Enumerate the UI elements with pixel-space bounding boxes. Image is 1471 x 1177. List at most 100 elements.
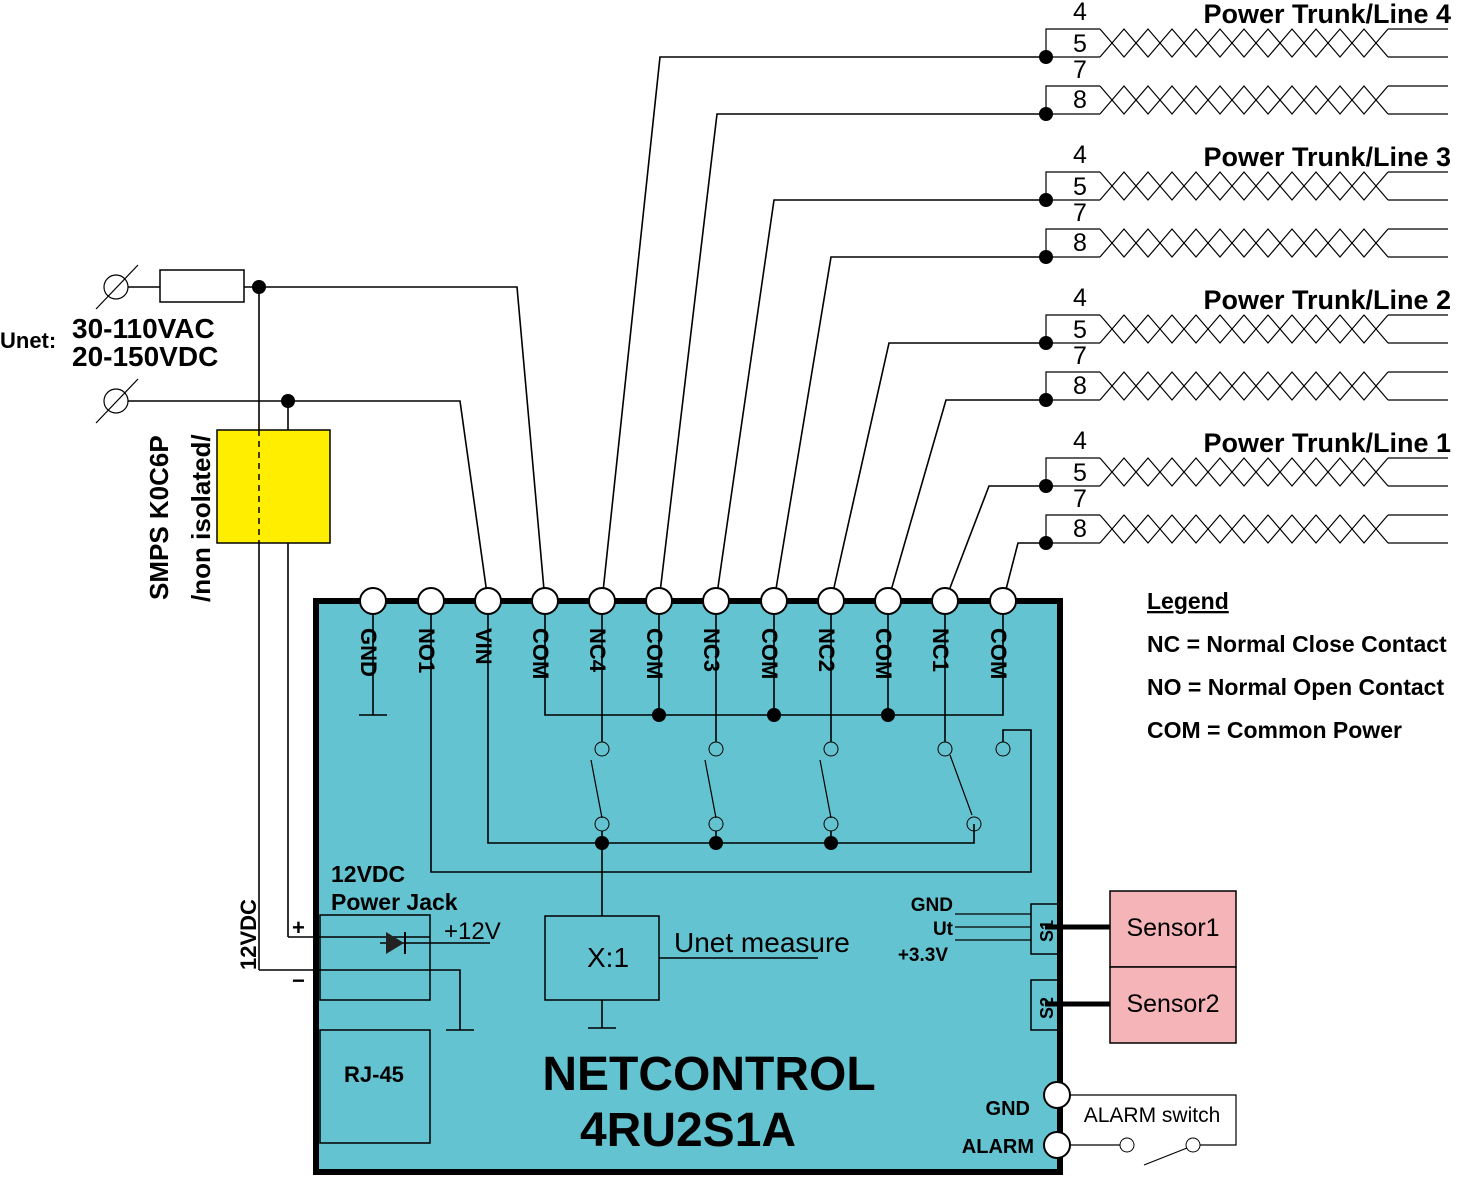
- device-name-1: NETCONTROL: [542, 1048, 875, 1101]
- relay-switch-icon: [819, 759, 832, 819]
- sensor-pin-gnd: GND: [911, 895, 953, 916]
- terminal-label: COM: [528, 628, 553, 679]
- relay-switch-icon: [949, 754, 973, 816]
- fuse: [159, 269, 245, 303]
- trunk-pin-label: 8: [1073, 515, 1087, 543]
- legend-title: Legend: [1147, 588, 1229, 614]
- smps-box: [216, 429, 331, 544]
- sensor1-label: Sensor1: [1126, 914, 1219, 942]
- terminal-labels: GND NO1 VIN COM NC4 COM NC3 COM NC2 COM NC1 COM: [356, 628, 1011, 679]
- relay-nc-contact: [823, 741, 839, 757]
- trunk-pin-label: 4: [1073, 0, 1087, 26]
- rj45-box: [319, 1029, 431, 1144]
- unet-label: Unet:: [0, 328, 56, 353]
- terminal-label: NC3: [699, 628, 724, 672]
- trunk-pin-label: 8: [1073, 229, 1087, 257]
- trunk-pin-label: 7: [1073, 342, 1087, 370]
- trunk-block: 4 578 Power Trunk/Line 4: [1039, 0, 1451, 121]
- trunk-pin-label: 7: [1073, 199, 1087, 227]
- power-jack-voltage: +12V: [444, 918, 501, 945]
- power-jack-title-1: 12VDC: [331, 861, 405, 887]
- legend-item-com: COM = Common Power: [1147, 717, 1402, 743]
- sensor-pin-ut: Ut: [933, 919, 954, 940]
- trunk-pin-label: 5: [1073, 30, 1087, 58]
- trunk-block: 4 578 Power Trunk/Line 1: [1039, 427, 1451, 550]
- relay-nc-contact: [594, 741, 610, 757]
- trunk-block: 4 578 Power Trunk/Line 2: [1039, 284, 1451, 407]
- sensor-port-s1-label: S1: [1037, 920, 1057, 942]
- relay-contacts: [590, 601, 1011, 843]
- sensor1-box: [1109, 890, 1237, 968]
- dc-range-label: 20-150VDC: [72, 341, 218, 372]
- plus-label: +: [292, 915, 305, 940]
- sensor-pin-3v3: +3.3V: [898, 945, 949, 966]
- measure-ratio: X:1: [587, 942, 629, 973]
- trunk-pin-label: 4: [1073, 284, 1087, 312]
- alarm-gnd-label: GND: [986, 1098, 1030, 1120]
- relay-switch-icon: [590, 759, 603, 819]
- terminal-2: [474, 587, 502, 615]
- terminal-label: VIN: [471, 628, 496, 665]
- legend-item-nc: NC = Normal Close Contact: [1147, 631, 1447, 657]
- sensor-port-s2-label: S2: [1037, 997, 1057, 1019]
- trunk-pin-label: 8: [1073, 372, 1087, 400]
- terminal-9: [874, 587, 902, 615]
- terminal-label: NC1: [928, 628, 953, 672]
- trunk-pin-label: 5: [1073, 459, 1087, 487]
- relay-nc-contact: [708, 741, 724, 757]
- terminal-label: COM: [757, 628, 782, 679]
- ac-range-label: 30-110VAC: [72, 313, 215, 344]
- smps-name: SMPS K0C6P: [144, 435, 174, 600]
- terminal-3: [531, 587, 559, 615]
- trunk-pin-label: 8: [1073, 86, 1087, 114]
- trunk-title: Power Trunk/Line 1: [1203, 428, 1451, 458]
- alarm-gnd-terminal: [1043, 1081, 1071, 1109]
- trunk-pin-label: 7: [1073, 56, 1087, 84]
- alarm-pin-label: ALARM: [962, 1136, 1034, 1158]
- trunk-title: Power Trunk/Line 4: [1203, 0, 1451, 29]
- legend-item-no: NO = Normal Open Contact: [1147, 674, 1444, 700]
- terminal-label: COM: [642, 628, 667, 679]
- smps-output-label: 12VDC: [236, 899, 261, 970]
- alarm-terminal: [1043, 1131, 1071, 1159]
- trunk-pin-label: 5: [1073, 173, 1087, 201]
- trunk-title: Power Trunk/Line 3: [1203, 142, 1451, 172]
- trunk-pin-label: 5: [1073, 316, 1087, 344]
- terminal-label: COM: [871, 628, 896, 679]
- power-jack-title-2: Power Jack: [331, 889, 458, 915]
- trunk-pin-label: 4: [1073, 141, 1087, 169]
- trunk-pin-label: 7: [1073, 485, 1087, 513]
- terminal-8: [817, 587, 845, 615]
- terminal-0: [359, 587, 387, 615]
- top-terminal-block: [359, 587, 1017, 615]
- measure-label: Unet measure: [674, 927, 850, 958]
- diode-icon: [386, 932, 404, 954]
- power-jack-box: [319, 914, 431, 1001]
- relay-switch-icon: [704, 759, 717, 819]
- terminal-label: NO1: [414, 628, 439, 673]
- terminal-1: [417, 587, 445, 615]
- device-body: [313, 598, 1063, 1175]
- alarm-switch-icon: [1143, 1147, 1188, 1166]
- terminal-7: [760, 587, 788, 615]
- alarm-switch-label: ALARM switch: [1084, 1104, 1221, 1127]
- trunk-pin-label: 4: [1073, 427, 1087, 455]
- terminal-label: COM: [986, 628, 1011, 679]
- terminal-11: [989, 587, 1017, 615]
- device-name-2: 4RU2S1A: [580, 1104, 796, 1157]
- terminal-10: [931, 587, 959, 615]
- trunk-title: Power Trunk/Line 2: [1203, 285, 1451, 315]
- minus-label: −: [292, 968, 305, 993]
- trunk-block: 4 578 Power Trunk/Line 3: [1039, 141, 1451, 264]
- sensor2-box: [1109, 966, 1237, 1044]
- terminal-5: [645, 587, 673, 615]
- smps-note: /non isolated/: [186, 434, 216, 602]
- terminal-4: [588, 587, 616, 615]
- sensor2-label: Sensor2: [1126, 990, 1219, 1018]
- terminal-6: [702, 587, 730, 615]
- terminal-label: NC2: [814, 628, 839, 672]
- terminal-label: NC4: [585, 628, 610, 673]
- terminal-label: GND: [356, 628, 381, 677]
